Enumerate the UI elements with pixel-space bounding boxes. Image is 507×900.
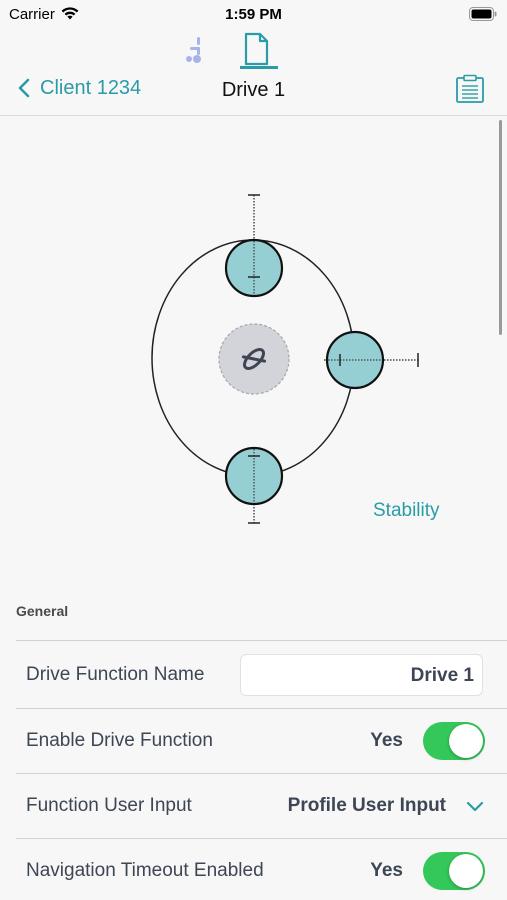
navigation-timeout-toggle[interactable] bbox=[423, 852, 485, 890]
back-button[interactable]: Client 1234 bbox=[14, 76, 141, 100]
row-enable-drive-function: Enable Drive Function Yes bbox=[16, 709, 507, 774]
enable-drive-function-toggle[interactable] bbox=[423, 722, 485, 760]
function-user-input-value[interactable]: Profile User Input bbox=[287, 795, 446, 816]
navigation-timeout-value: Yes bbox=[370, 860, 403, 881]
row-drive-function-name: Drive Function Name Drive 1 bbox=[16, 641, 507, 709]
navigation-bar: Client 1234 Drive 1 bbox=[0, 28, 507, 116]
wifi-icon bbox=[61, 7, 79, 20]
drive-function-name-label: Drive Function Name bbox=[26, 663, 205, 685]
status-bar: Carrier 1:59 PM bbox=[0, 0, 507, 28]
top-wheel[interactable] bbox=[224, 238, 284, 298]
page-title: Drive 1 bbox=[221, 79, 286, 101]
enable-drive-function-value: Yes bbox=[370, 730, 403, 751]
back-button-label: Client 1234 bbox=[40, 76, 142, 99]
bottom-wheel[interactable] bbox=[224, 446, 284, 506]
center-joystick[interactable] bbox=[218, 323, 290, 395]
document-tab-icon[interactable] bbox=[236, 30, 276, 74]
drive-function-name-field[interactable]: Drive 1 bbox=[240, 654, 483, 696]
toggle-knob bbox=[449, 724, 483, 758]
clock: 1:59 PM bbox=[225, 6, 282, 23]
right-wheel[interactable] bbox=[325, 330, 385, 390]
function-user-input-label: Function User Input bbox=[26, 795, 192, 816]
section-header-general: General bbox=[16, 603, 69, 619]
row-function-user-input[interactable]: Function User Input Profile User Input bbox=[16, 774, 507, 839]
wheelchair-tab-icon[interactable] bbox=[178, 34, 210, 66]
scrollbar[interactable] bbox=[499, 120, 502, 335]
stability-link[interactable]: Stability bbox=[373, 500, 440, 521]
enable-drive-function-label: Enable Drive Function bbox=[26, 730, 213, 751]
wheel-layout-diagram bbox=[151, 194, 419, 524]
chevron-down-icon[interactable] bbox=[465, 799, 485, 813]
battery-icon bbox=[469, 7, 497, 21]
settings-form: Drive Function Name Drive 1 Enable Drive… bbox=[16, 640, 507, 900]
clipboard-icon[interactable] bbox=[455, 74, 485, 104]
toggle-knob bbox=[449, 854, 483, 888]
carrier-label: Carrier bbox=[9, 6, 55, 23]
row-navigation-timeout: Navigation Timeout Enabled Yes bbox=[16, 839, 507, 900]
active-tab-indicator bbox=[240, 66, 278, 69]
chevron-left-icon bbox=[18, 78, 30, 98]
link-icon bbox=[241, 348, 267, 370]
navigation-timeout-label: Navigation Timeout Enabled bbox=[26, 860, 264, 881]
